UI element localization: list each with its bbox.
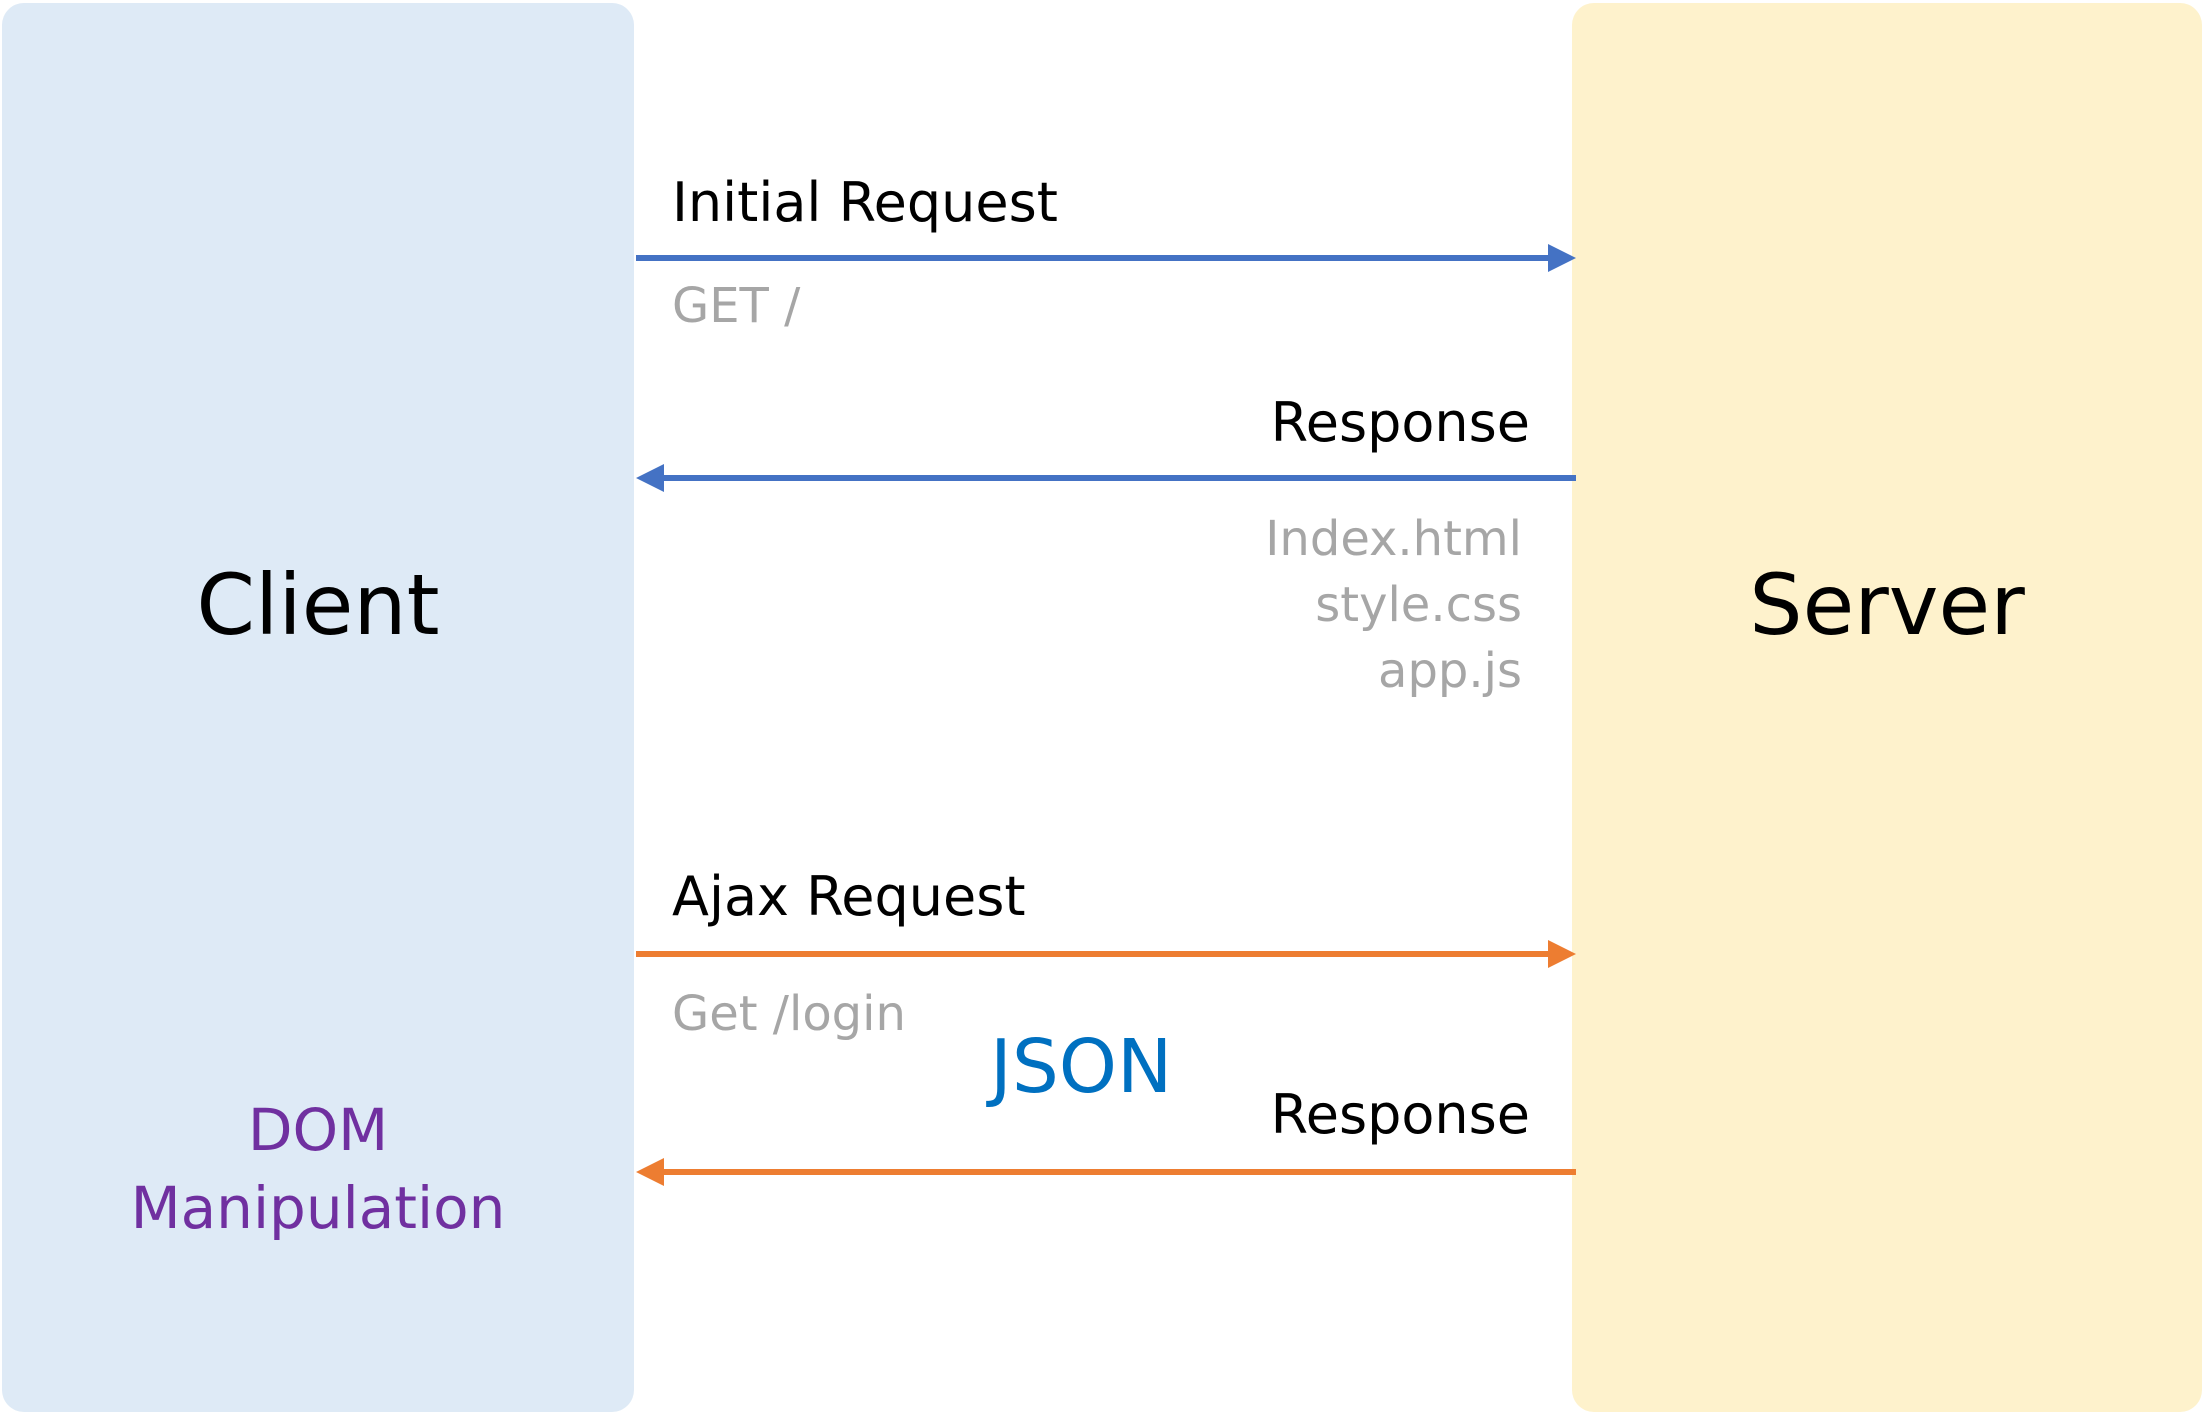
ajax-response-label: Response	[1270, 1083, 1530, 1146]
initial-response-label: Response	[1270, 391, 1530, 454]
initial-request-detail: GET /	[672, 278, 801, 334]
file-style-css: style.css	[1315, 577, 1522, 633]
initial-response-files: Index.html style.css app.js	[1265, 506, 1522, 704]
file-index-html: Index.html	[1265, 511, 1522, 567]
initial-response-arrowhead	[636, 464, 664, 492]
client-title: Client	[196, 556, 440, 654]
ajax-request-arrowhead	[1548, 940, 1576, 968]
ajax-request-detail: Get /login	[672, 986, 906, 1042]
initial-request-label: Initial Request	[672, 171, 1058, 234]
server-panel: Server	[1572, 3, 2202, 1412]
ajax-response-arrowhead	[636, 1158, 664, 1186]
server-title: Server	[1749, 556, 2025, 654]
dom-manipulation-label: DOM Manipulation	[2, 1091, 634, 1247]
dom-label-line1: DOM	[247, 1096, 389, 1164]
dom-label-line2: Manipulation	[130, 1174, 506, 1242]
client-panel: Client DOM Manipulation	[2, 3, 634, 1412]
file-app-js: app.js	[1378, 643, 1522, 699]
initial-request-arrowhead	[1548, 244, 1576, 272]
ajax-request-label: Ajax Request	[672, 865, 1026, 928]
json-payload-label: JSON	[990, 1024, 1173, 1110]
